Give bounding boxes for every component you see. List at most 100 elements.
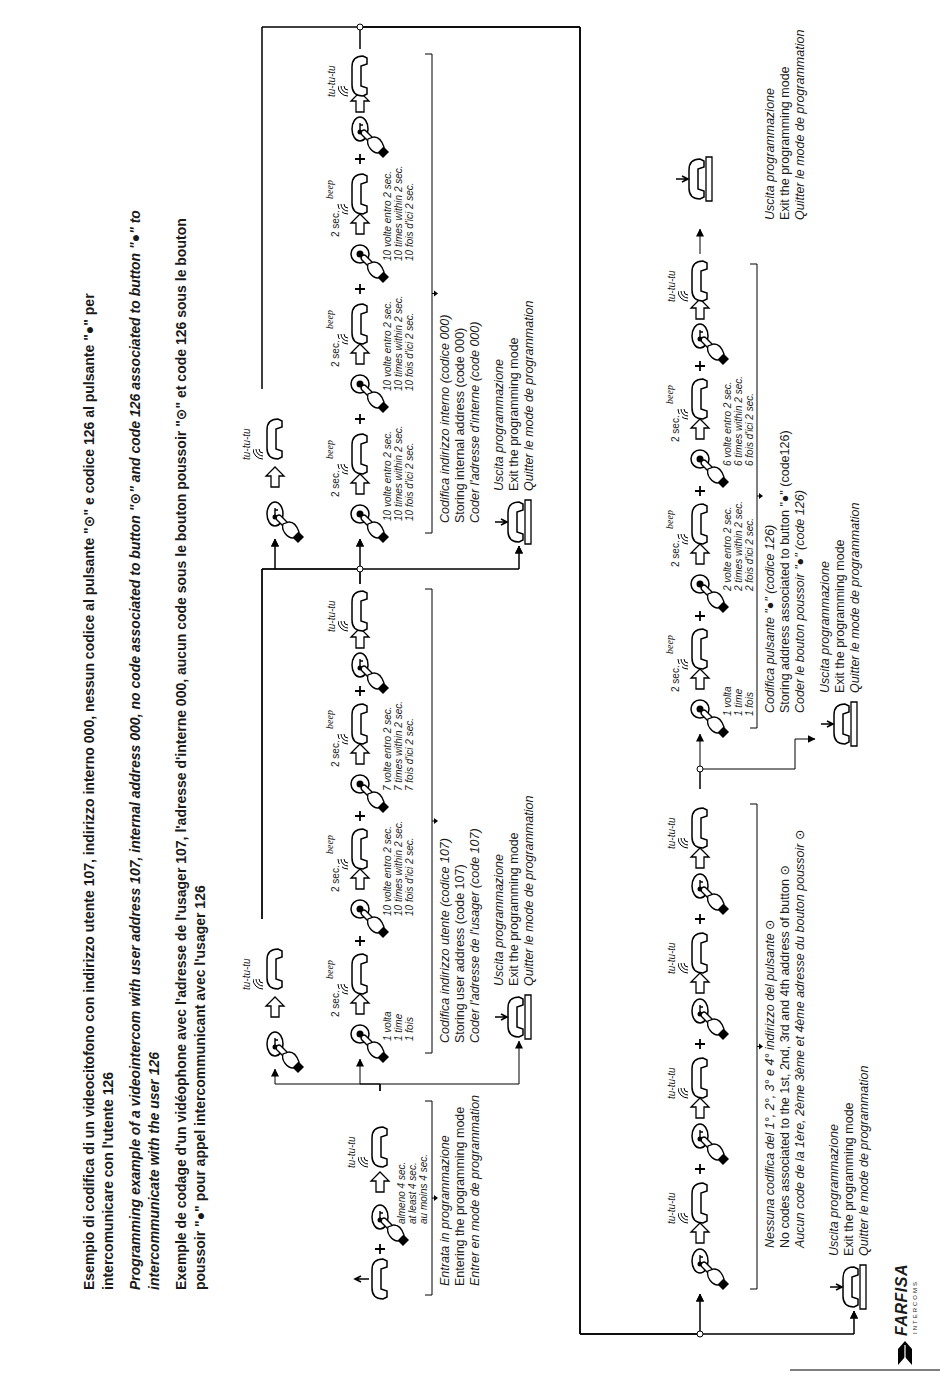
- press-count: 10 fois d'ici 2 sec.: [404, 441, 416, 522]
- pl-icon: [695, 611, 705, 621]
- page-rule: [790, 1370, 940, 1371]
- tone-label: tu-tu-tu: [326, 64, 338, 98]
- press-count: 6 fois d'ici 2 sec.: [744, 392, 756, 467]
- press-count: 1 time: [733, 688, 745, 717]
- tone-label: tu-tu-tu: [666, 1066, 678, 1100]
- ar-icon: [691, 1098, 709, 1118]
- press-count: 1 volta: [382, 1011, 394, 1042]
- caption-line: Exit the programming mode: [833, 538, 847, 694]
- pl-icon: [695, 914, 705, 924]
- press-count: 7 volte entro 2 sec.: [382, 706, 394, 793]
- press-count: 10 times within 2 sec.: [393, 819, 405, 917]
- caption-line: Entrer en mode de programmation: [468, 1094, 482, 1287]
- caption-line: Exit the programming mode: [778, 65, 792, 221]
- caption-line: Uscita programmazione: [492, 853, 506, 987]
- wv-icon: [678, 838, 688, 848]
- hs-icon: [352, 434, 367, 474]
- delay-label: 2 sec.: [330, 209, 342, 238]
- page-title-translation: Exemple de codage d'un vidéophone avec l…: [172, 209, 210, 1291]
- press-count: 10 fois d'ici 2 sec.: [404, 311, 416, 392]
- hs-icon: [352, 174, 367, 214]
- press-count: 2 fois d'ici 2 sec.: [744, 517, 756, 592]
- tone-label: beep: [664, 384, 676, 405]
- pl-icon: [355, 811, 365, 821]
- step-group: Uscita programmazioneExit the programmin…: [490, 297, 548, 546]
- flow-connector: [262, 539, 360, 919]
- caption-bracket: [750, 264, 760, 728]
- key-icon: [352, 117, 389, 158]
- hold-time: almeno 4 sec.: [396, 1161, 408, 1225]
- press-count: 7 times within 2 sec.: [393, 700, 405, 792]
- tone-label: tu-tu-tu: [326, 599, 338, 633]
- caption-line: Storing user address (code 107): [453, 863, 467, 1044]
- tone-label: beep: [324, 834, 336, 855]
- ar-icon: [351, 344, 369, 364]
- caption-bracket: [750, 804, 760, 1289]
- hs-icon: [692, 1183, 707, 1223]
- hs-icon: [692, 379, 707, 419]
- wv-icon: [678, 291, 688, 301]
- hs-icon: [692, 808, 707, 848]
- ar-icon: [691, 299, 709, 319]
- hang-icon: [495, 500, 531, 544]
- ar-icon: [351, 214, 369, 234]
- key-icon: [352, 653, 389, 694]
- tone-label: tu-tu-tu: [666, 269, 678, 303]
- hs-icon: [267, 949, 282, 989]
- key-icon: [692, 324, 729, 365]
- logo-mark: [898, 1341, 912, 1365]
- pl-icon: [355, 686, 365, 696]
- wv-icon: [338, 621, 348, 631]
- ar-icon: [351, 869, 369, 889]
- flow-connector: [275, 539, 360, 584]
- caption-line: Quitter le mode de programmation: [848, 502, 862, 694]
- delay-label: 2 sec.: [330, 989, 342, 1018]
- step-group: 1 volta1 time1 fois2 sec.beep10 volte en…: [300, 584, 486, 1059]
- hs-icon: [692, 629, 707, 669]
- ar-icon: [351, 474, 369, 494]
- caption-line: Uscita programmazione: [763, 87, 777, 221]
- tone-label: tu-tu-tu: [666, 816, 678, 850]
- pl-icon: [695, 486, 705, 496]
- caption-line: No codes associated to the 1st, 2nd, 3rd…: [778, 864, 792, 1249]
- pl-icon: [695, 1164, 705, 1174]
- press-count: 1 volta: [722, 686, 734, 717]
- caption-line: Quitter le mode de programmation: [793, 29, 807, 221]
- flow-connector: [262, 539, 275, 919]
- caption-line: Coder le bouton poussoir "●" (code 126): [793, 489, 807, 714]
- press-count: 10 volte entro 2 sec.: [382, 430, 394, 522]
- ar-icon: [691, 419, 709, 439]
- caption-line: Exit the programming mode: [507, 831, 521, 987]
- hs-icon: [352, 829, 367, 869]
- step-group: tu-tu-tutu-tu-tutu-tu-tutu-tu-tuNessuna …: [640, 789, 815, 1294]
- hang-icon: [495, 995, 531, 1039]
- caption-line: Uscita programmazione: [827, 1123, 841, 1257]
- press-count: 10 volte entro 2 sec.: [382, 170, 394, 262]
- delay-label: 2 sec.: [330, 864, 342, 893]
- lift-icon: [355, 1259, 387, 1299]
- step-group: tu-tu-tu: [232, 919, 300, 1069]
- key-icon: [267, 502, 304, 543]
- caption-line: Nessuna codifica del 1°, 2°, 3° e 4° ind…: [763, 918, 777, 1249]
- tone-label: tu-tu-tu: [346, 1135, 358, 1169]
- ar-icon: [691, 1223, 709, 1243]
- delay-label: 2 sec.: [670, 539, 682, 568]
- junction-dot: [697, 766, 703, 772]
- caption-line: Codifica indirizzo interno (codice 000): [438, 314, 452, 524]
- press-count: 10 volte entro 2 sec.: [382, 300, 394, 392]
- tone-label: tu-tu-tu: [241, 427, 253, 461]
- tone-label: beep: [664, 634, 676, 655]
- hang-icon: [830, 1265, 866, 1309]
- caption-line: Quitter le mode de programmation: [522, 795, 536, 987]
- delay-label: 2 sec.: [330, 339, 342, 368]
- flow-connector: [360, 546, 519, 584]
- caption-line: Codifica pulsante "●" (codice 126): [763, 524, 777, 714]
- press-count: 1 fois: [404, 1016, 416, 1042]
- tone-label: tu-tu-tu: [241, 957, 253, 991]
- ar-icon: [266, 997, 284, 1017]
- pl-icon: [355, 154, 365, 164]
- wv-icon: [678, 963, 688, 973]
- junction-dot: [357, 24, 363, 30]
- pl-icon: [375, 1244, 385, 1254]
- press-count: 2 volte entro 2 sec.: [722, 506, 734, 593]
